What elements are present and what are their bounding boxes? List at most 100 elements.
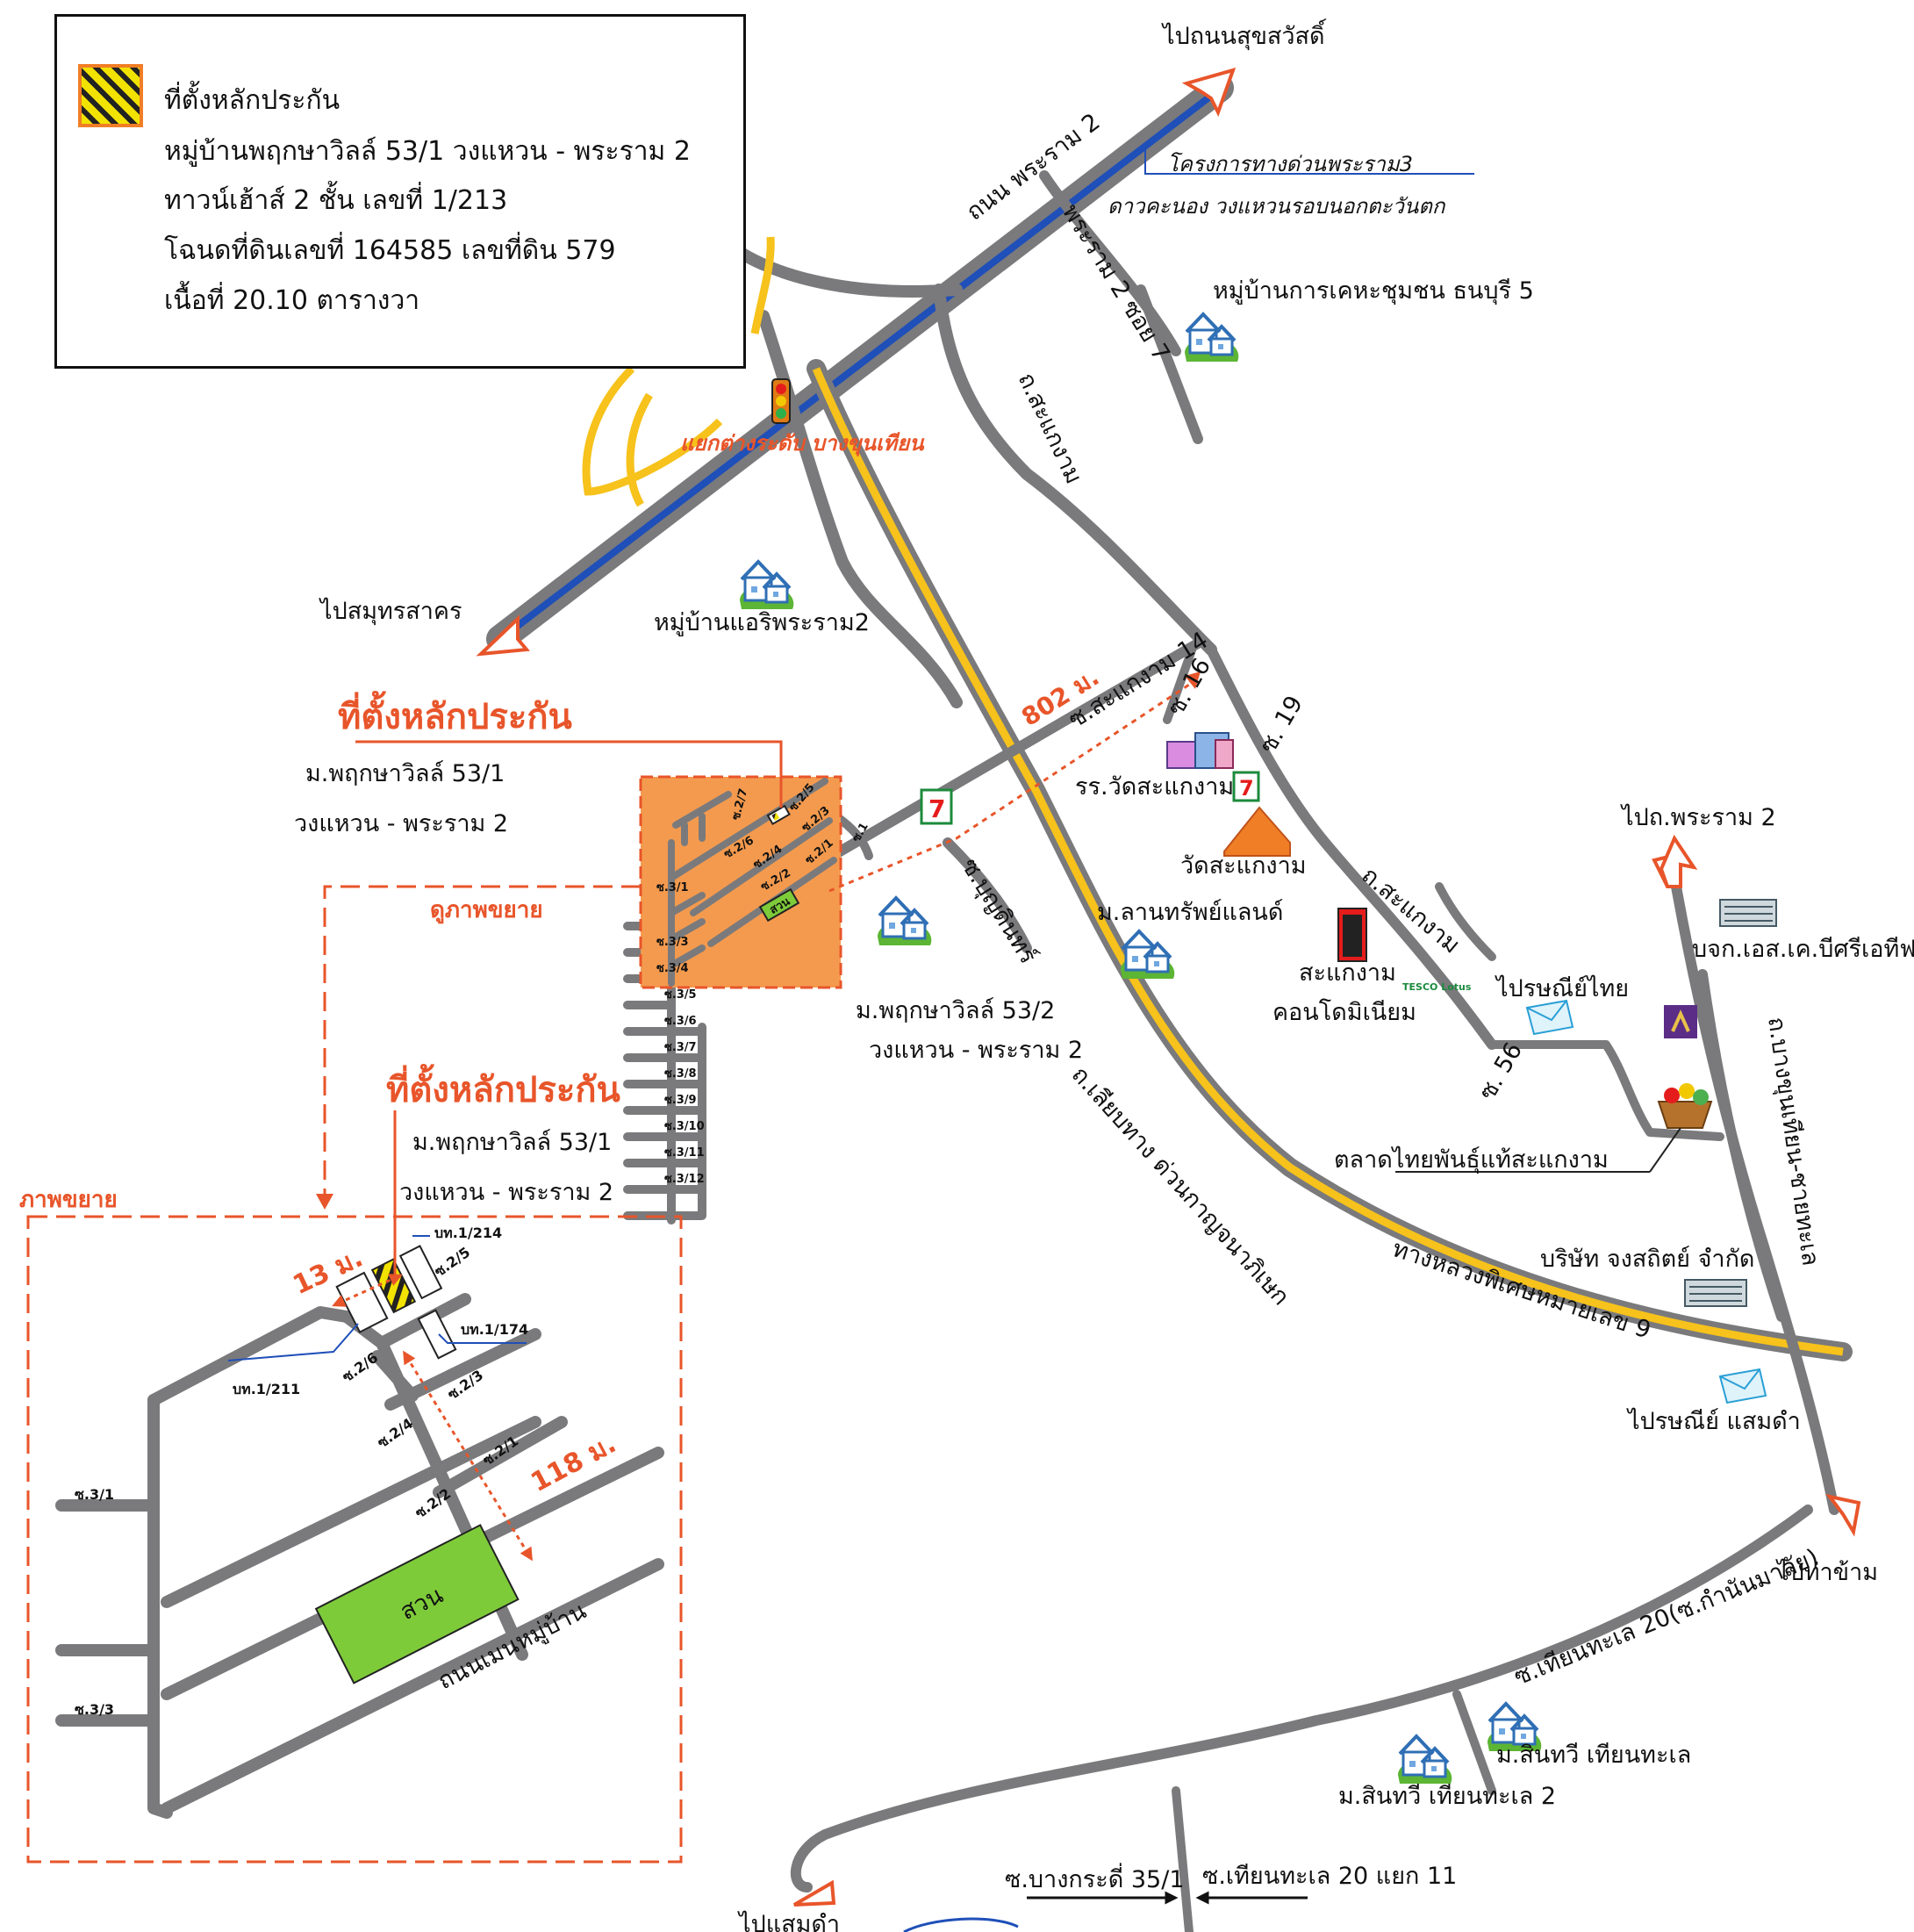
soi-3-9-label: ซ.3/9 [664, 1094, 697, 1107]
school-icon [1166, 732, 1234, 769]
zoom-link-label[interactable]: ดูภาพขยาย [430, 897, 543, 924]
soi-3-1-label: ซ.3/1 [656, 881, 689, 894]
legend-swatch [78, 64, 143, 127]
label-expressway-sub: ดาวคะนอง วงแหวนรอบนอกตะวันตก [1108, 194, 1446, 219]
label-to-thakham: ไปท่าข้าม [1775, 1559, 1878, 1586]
post-office-icon [1525, 999, 1574, 1036]
zoom-house-174: บท.1/174 [461, 1321, 528, 1338]
village-icon-airy [738, 560, 796, 611]
soi-3-10-label: ซ.3/10 [664, 1120, 705, 1133]
zoom-site-line1: ม.พฤกษาวิลล์ 53/1 [412, 1128, 612, 1156]
arrow-to-sukhasawat [1181, 68, 1237, 118]
soi-3-5-label: ซ.3/5 [664, 988, 697, 1002]
site-callout-line [355, 740, 783, 808]
zoom-soi-3-1: ซ.3/1 [75, 1486, 114, 1503]
label-company-sk: บจก.เอส.เค.บีศรีเอทีฟ [1692, 936, 1914, 963]
label-market: ตลาดไทยพันธุ์แท้สะแกงาม [1334, 1146, 1609, 1174]
legend-line2: ทาวน์เฮ้าส์ 2 ชั้น เลขที่ 1/213 [164, 185, 508, 216]
label-soi56: ซ. 56 [1473, 1038, 1528, 1105]
label-soi19: ซ. 19 [1254, 692, 1308, 758]
label-bypass-road: ถ.เลียบทาง ด่วนกาญจนาภิเษก [1066, 1061, 1294, 1311]
village-icon-53-2 [876, 896, 934, 947]
legend-line3: โฉนดที่ดินเลขที่ 164585 เลขที่ดิน 579 [164, 235, 616, 266]
label-village-lansap: ม.ลานทรัพย์แลนด์ [1097, 898, 1283, 926]
svg-text:7: 7 [928, 794, 945, 823]
dimension-13m [332, 1274, 403, 1307]
legend-box: ที่ตั้งหลักประกัน หมู่บ้านพฤกษาวิลล์ 53/… [54, 14, 746, 369]
house-1-174 [417, 1309, 457, 1360]
label-school-wat: รร.วัดสะแกงาม [1075, 773, 1234, 801]
soi-3-12-label: ซ.3/12 [664, 1173, 705, 1186]
label-to-samut-sakhon: ไปสมุทรสาคร [319, 598, 462, 626]
zoom-house-214: บท.1/214 [434, 1225, 502, 1241]
soi-3-7-label: ซ.3/7 [664, 1041, 697, 1054]
zoom-house-211: บท.1/211 [233, 1381, 300, 1397]
bank-icon [1664, 1005, 1697, 1038]
zoom-title: ภาพขยาย [19, 1187, 118, 1213]
label-soi-thianthale20-11: ซ.เทียนทะเล 20 แยก 11 [1202, 1863, 1457, 1890]
arrow-to-samaedam [792, 1879, 836, 1907]
site-marker-small [766, 804, 791, 826]
village-icon-lansap [1119, 930, 1177, 980]
zoom-inset-frame [26, 1215, 683, 1864]
market-basket-icon [1657, 1083, 1713, 1129]
label-intersection: แยกต่างระดับ บางขุนเทียน [680, 431, 925, 456]
route-802m [828, 683, 1190, 893]
legend-line1: หมู่บ้านพฤกษาวิลล์ 53/1 วงแหวน - พระราม … [164, 136, 691, 167]
zoom-link-line [323, 885, 641, 1203]
svg-text:7: 7 [1239, 776, 1254, 801]
label-post-thai: ไปรษณีย์ไทย [1495, 974, 1629, 1002]
interchange-ramp [582, 365, 723, 496]
soi-3-11-label: ซ.3/11 [664, 1146, 705, 1160]
zoom-soi-2-6: ซ.2/6 [339, 1349, 381, 1385]
zoom-soi-2-5: ซ.2/5 [431, 1244, 473, 1280]
zoom-site-line2: วงแหวน - พระราม 2 [399, 1179, 613, 1206]
label-village-thonburi5: หมู่บ้านการเคหะชุมชน ธนบุรี 5 [1213, 277, 1534, 305]
label-condo-line2: คอนโดมิเนียม [1272, 999, 1416, 1026]
label-soi-bunyadin: ซ.บุญดินทร์ [955, 853, 1043, 969]
label-to-sukhasawat: ไปถนนสุขสวัสดิ์ [1161, 18, 1327, 51]
label-expressway-project: โครงการทางด่วนพระราม3 [1167, 152, 1413, 176]
site-main-line1: ม.พฤกษาวิลล์ 53/1 [305, 759, 505, 787]
zoom-park [314, 1524, 520, 1684]
arrow-to-thakham [1825, 1493, 1861, 1537]
soi-3-3-label: ซ.3/3 [656, 936, 689, 949]
label-village-532-line1: ม.พฤกษาวิลล์ 53/2 [856, 996, 1055, 1024]
dimension-118m [403, 1350, 533, 1562]
village-icon-sinthawee2 [1396, 1734, 1454, 1785]
label-soi-bangkradi: ซ.บางกระดี่ 35/1 [1005, 1863, 1185, 1893]
post-office-icon-2 [1718, 1368, 1767, 1404]
arrow-to-samut-sakhon [476, 614, 530, 657]
label-wat: วัดสะแกงาม [1180, 852, 1307, 880]
zoom-soi-3-3: ซ.3/3 [75, 1701, 114, 1718]
company-building-icon-2 [1684, 1279, 1747, 1307]
condo-icon [1337, 908, 1367, 962]
label-village-airy: หมู่บ้านแอริพระราม2 [654, 609, 870, 636]
arrow-to-rama2 [1659, 834, 1698, 888]
label-to-rama2: ไปถ.พระราม 2 [1620, 804, 1776, 831]
legend-title: ที่ตั้งหลักประกัน [164, 85, 341, 116]
company-building-icon [1719, 899, 1777, 927]
label-condo-line1: สะแกงาม [1299, 959, 1396, 987]
label-company-jong: บริษัท จงสถิตย์ จำกัด [1540, 1245, 1754, 1273]
label-soi-thianthale20: ซ.เทียนทะเล 20(ซ.กำนันมาลัย) [1510, 1544, 1823, 1691]
label-bangkhunthian-road: ถ.บางขุนเทียน-ชายทะเล [1761, 1016, 1824, 1268]
seven-eleven-icon: 7 [920, 788, 953, 825]
label-tesco: TESCO Lotus [1402, 981, 1472, 993]
label-post-samaedam: ไปรษณีย์ แสมดำ [1626, 1407, 1801, 1435]
label-village-532-line2: วงแหวน - พระราม 2 [869, 1037, 1083, 1064]
soi-3-6-label: ซ.3/6 [664, 1015, 697, 1028]
legend-line4: เนื้อที่ 20.10 ตารางวา [164, 285, 420, 316]
site-main-title: ที่ตั้งหลักประกัน [338, 691, 572, 737]
label-to-samaedam: ไปแสมดำ [737, 1911, 840, 1932]
site-park-small [758, 887, 800, 923]
traffic-light-icon [771, 378, 791, 424]
label-village-sinthawee1: ม.สินทวี เทียนทะเล [1496, 1742, 1691, 1769]
temple-icon [1223, 806, 1291, 857]
site-main-line2: วงแหวน - พระราม 2 [294, 810, 508, 837]
zoom-site-title: ที่ตั้งหลักประกัน [386, 1064, 620, 1110]
village-icon-thonburi5 [1183, 312, 1241, 363]
seven-eleven-icon-2: 7 [1232, 771, 1260, 802]
highway-9 [812, 367, 1844, 1356]
